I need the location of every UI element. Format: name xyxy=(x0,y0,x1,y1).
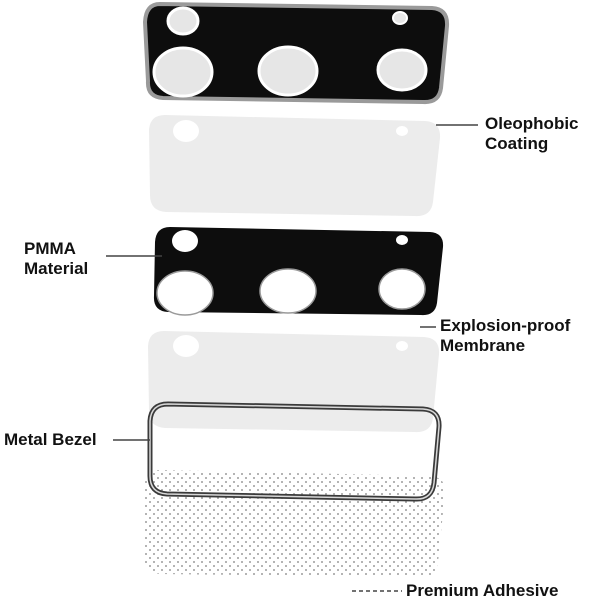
pmma-label-line-2: Material xyxy=(24,259,89,278)
oleophobic-coating-label: Oleophobic Coating xyxy=(485,114,579,154)
pmma-label-line-1: PMMA xyxy=(24,239,76,258)
coating-flash-hole xyxy=(173,120,199,142)
lens-hole-right xyxy=(376,48,428,92)
pmma-material-label: PMMA Material xyxy=(24,239,88,279)
pmma-lens-hole-right xyxy=(378,268,426,310)
explosion-proof-membrane-label: Explosion-proof Membrane xyxy=(440,316,570,356)
premium-adhesive-layer xyxy=(144,470,446,578)
lens-hole-center xyxy=(257,45,319,97)
membrane-sensor-hole xyxy=(396,341,408,351)
pmma-sensor-hole xyxy=(396,235,408,245)
oleophobic-label-line-1: Oleophobic xyxy=(485,114,579,133)
membrane-flash-hole xyxy=(173,335,199,357)
premium-adhesive-label-text: Premium Adhesive xyxy=(406,581,559,600)
metal-bezel-layer xyxy=(147,401,442,502)
pmma-layer xyxy=(153,227,444,316)
pmma-lens-hole-left xyxy=(156,270,214,316)
sensor-hole xyxy=(392,11,408,25)
oleophobic-label-line-2: Coating xyxy=(485,134,549,153)
explosion-label-line-2: Membrane xyxy=(440,336,526,355)
coating-sensor-hole xyxy=(396,126,408,136)
metal-bezel-label: Metal Bezel xyxy=(4,430,97,450)
premium-adhesive-label: Premium Adhesive xyxy=(406,581,558,600)
oleophobic-coating-layer xyxy=(149,115,441,217)
metal-bezel-label-text: Metal Bezel xyxy=(4,430,97,449)
top-glass-layer xyxy=(142,1,450,105)
explosion-label-line-1: Explosion-proof xyxy=(440,316,571,335)
lens-hole-left xyxy=(152,46,214,98)
explosion-proof-membrane-layer xyxy=(148,331,440,433)
pmma-flash-hole xyxy=(172,230,198,252)
pmma-lens-hole-center xyxy=(259,268,317,314)
flash-hole xyxy=(166,6,200,36)
